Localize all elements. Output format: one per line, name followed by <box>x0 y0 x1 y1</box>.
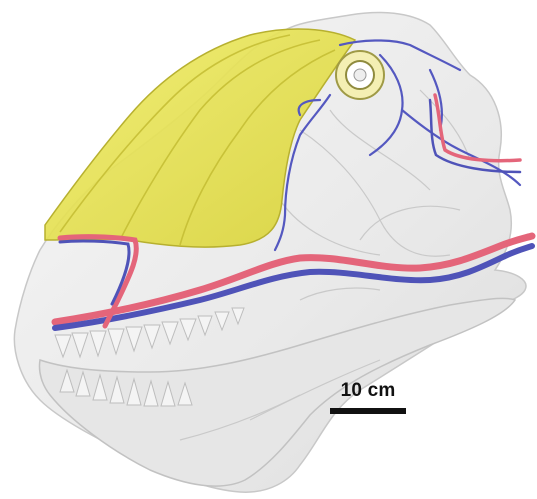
scale-bar <box>330 408 406 414</box>
eye-orbit <box>336 51 384 99</box>
scale-bar-label: 10 cm <box>328 380 408 402</box>
